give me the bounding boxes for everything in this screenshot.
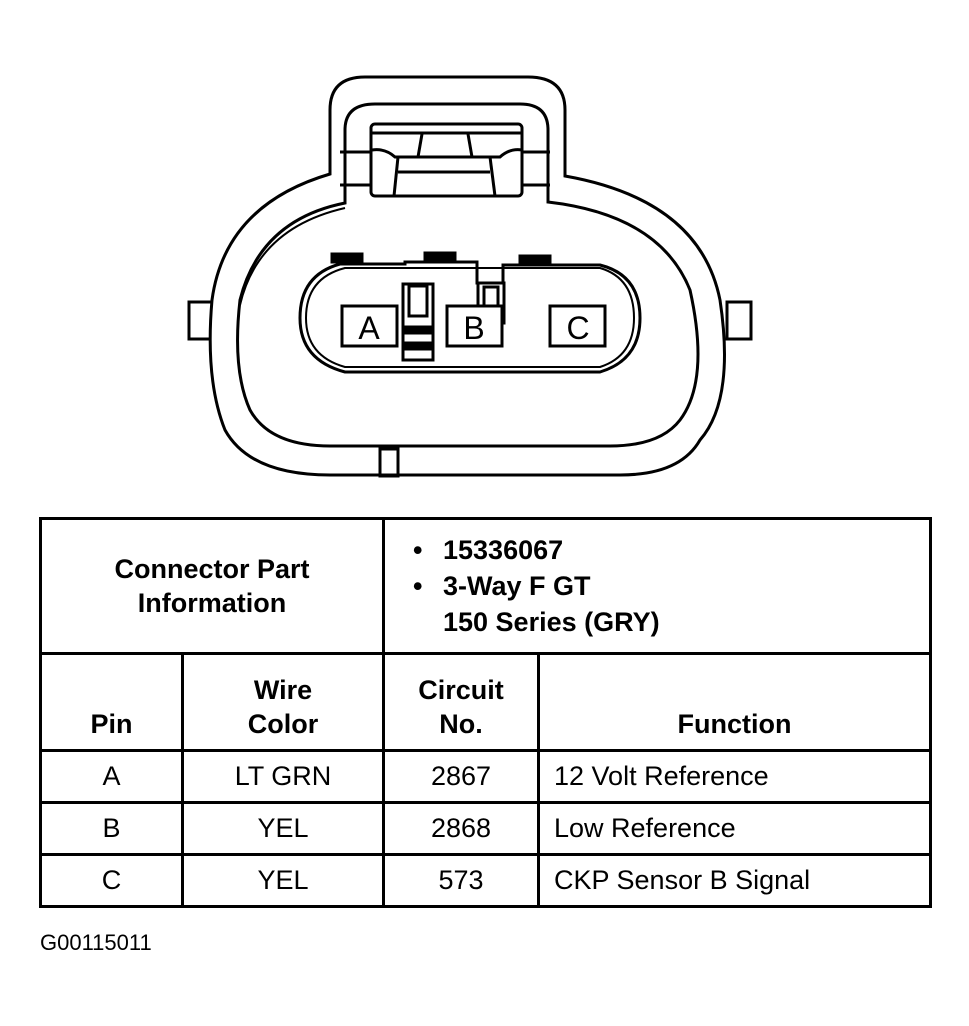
- table-row: B YEL 2868 Low Reference: [39, 801, 933, 856]
- connector-info-table: Connector Part Information •15336067 •3-…: [39, 517, 933, 908]
- pin-a-cell: A: [340, 304, 399, 348]
- cell-wire-color: YEL: [181, 801, 385, 856]
- info-label-line: Information: [137, 588, 287, 618]
- cell-wire-color: YEL: [181, 853, 385, 908]
- bottom-rib: [378, 447, 400, 478]
- pin-c-label: C: [566, 310, 589, 346]
- cell-pin: C: [39, 853, 184, 908]
- column-header-row: Pin Wire Color Circuit No. Function: [39, 652, 933, 752]
- cell-function: Low Reference: [536, 801, 933, 856]
- table-row: A LT GRN 2867 12 Volt Reference: [39, 749, 933, 804]
- pin-b-label: B: [463, 310, 484, 346]
- housing-outer: [208, 75, 726, 477]
- cell-pin: B: [39, 801, 184, 856]
- cell-function: 12 Volt Reference: [536, 749, 933, 804]
- cell-circuit: 2867: [382, 749, 540, 804]
- connector-type: •3-Way F GT: [413, 571, 591, 601]
- cell-wire-color: LT GRN: [181, 749, 385, 804]
- header-function: Function: [536, 652, 933, 752]
- info-label-line: Connector Part: [114, 554, 310, 584]
- cell-circuit: 573: [382, 853, 540, 908]
- connector-part-info-label: Connector Part Information: [39, 517, 385, 655]
- cell-circuit: 2868: [382, 801, 540, 856]
- pin-c-cell: C: [548, 304, 607, 348]
- header-wire-color: Wire Color: [181, 652, 385, 752]
- connector-part-info-values: •15336067 •3-Way F GT 150 Series (GRY): [381, 517, 933, 655]
- latch: [340, 122, 550, 198]
- figure-id: G00115011: [40, 930, 152, 955]
- header-pin: Pin: [39, 652, 184, 752]
- cell-pin: A: [39, 749, 184, 804]
- cell-function: CKP Sensor B Signal: [536, 853, 933, 908]
- connector-face-drawing: A B C: [187, 75, 753, 478]
- housing-inner: [236, 102, 700, 448]
- pin-b-cell: B: [445, 304, 504, 348]
- part-number: •15336067: [413, 535, 564, 565]
- right-tab: [725, 300, 753, 341]
- header-circuit-no: Circuit No.: [382, 652, 540, 752]
- table-row: C YEL 573 CKP Sensor B Signal: [39, 853, 933, 908]
- connector-part-info-row: Connector Part Information •15336067 •3-…: [39, 517, 933, 655]
- pin-a-label: A: [358, 310, 380, 346]
- pin-cavity: [298, 260, 642, 374]
- connector-series: 150 Series (GRY): [443, 607, 660, 637]
